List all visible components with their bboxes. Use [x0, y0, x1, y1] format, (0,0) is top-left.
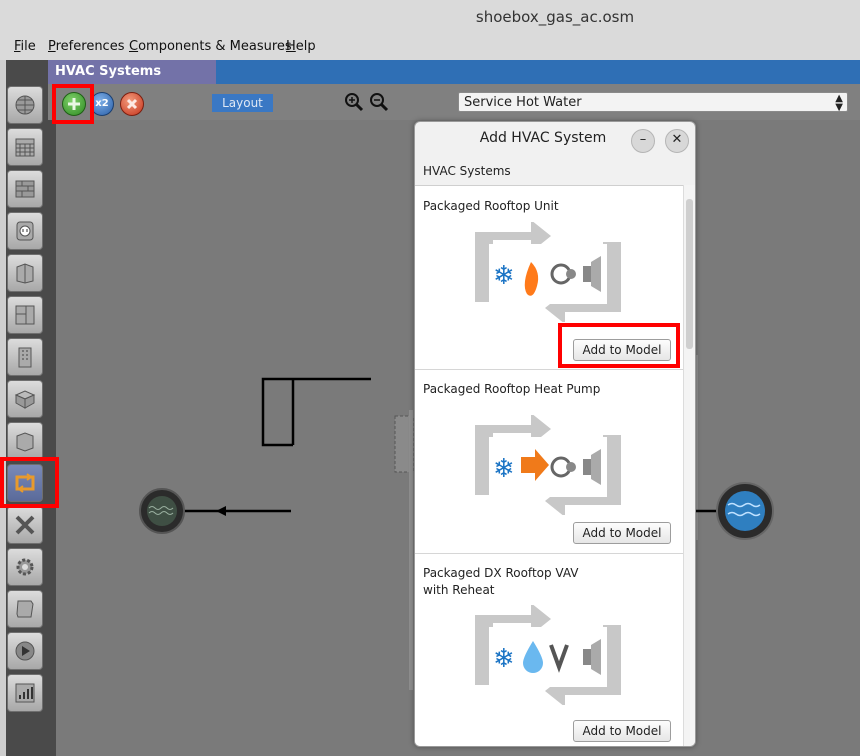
- sidebar-item-results[interactable]: [7, 674, 43, 712]
- sidebar-item-thermal-zones[interactable]: [7, 422, 43, 460]
- room-icon: [16, 263, 34, 284]
- hvac-loop-icon: [15, 473, 35, 493]
- highlight-hvac-nav: [0, 457, 59, 508]
- play-icon: [15, 641, 35, 661]
- page-title: HVAC Systems: [48, 60, 216, 84]
- svg-text:❄: ❄: [493, 644, 515, 674]
- sidebar-item-output-variables[interactable]: [7, 506, 43, 544]
- sidebar-item-loads[interactable]: [7, 212, 43, 250]
- flow-arrow-icon: [216, 506, 226, 516]
- x2-label: x2: [95, 98, 109, 109]
- system-name: Packaged Rooftop Unit: [423, 199, 559, 213]
- layout-button[interactable]: Layout: [212, 94, 273, 112]
- sidebar-item-run-simulation[interactable]: [7, 632, 43, 670]
- menu-bar: File Preferences Components & Measures H…: [0, 36, 860, 60]
- cube-icon: [14, 390, 36, 409]
- water-tank-icon[interactable]: [716, 482, 774, 540]
- delete-icon: [126, 98, 138, 110]
- svg-text:❄: ❄: [493, 454, 515, 484]
- building-icon: [18, 347, 32, 368]
- plus-icon: [68, 98, 80, 110]
- heat-pump-diagram-icon: ❄: [475, 415, 621, 515]
- sidebar-item-measures[interactable]: [7, 590, 43, 628]
- highlight-add-to-model: [558, 323, 680, 368]
- sidebar-item-hvac-systems[interactable]: [7, 464, 43, 502]
- scroll-icon: [16, 600, 34, 618]
- window-title: shoebox_gas_ac.osm: [475, 8, 635, 26]
- list-item-packaged-dx-rooftop-vav[interactable]: Packaged DX Rooftop VAV with Reheat ❄ Ad…: [415, 553, 683, 746]
- svg-text:❄: ❄: [493, 261, 515, 291]
- sidebar-item-constructions[interactable]: [7, 170, 43, 208]
- hvac-system-list[interactable]: Packaged Rooftop Unit ❄ Add to Model Pac…: [415, 185, 683, 746]
- system-name: Packaged DX Rooftop VAV with Reheat: [423, 566, 579, 597]
- canvas-left-border: [48, 120, 56, 756]
- sidebar-item-facility[interactable]: [7, 338, 43, 376]
- loop-select-value: Service Hot Water: [464, 95, 582, 110]
- add-to-model-button[interactable]: Add to Model: [573, 339, 671, 361]
- sidebar-item-geometry[interactable]: [7, 296, 43, 334]
- menu-file[interactable]: File: [14, 39, 36, 54]
- hvac-toolbar: x2 Layout Service Hot Water ▲▼: [48, 84, 860, 120]
- dialog-scrollbar[interactable]: [683, 185, 695, 746]
- zoom-in-icon[interactable]: [344, 92, 364, 112]
- remove-hvac-button[interactable]: [120, 92, 144, 116]
- minimize-button[interactable]: –: [631, 129, 655, 153]
- mixer-tank-icon[interactable]: [139, 488, 185, 534]
- vav-diagram-icon: ❄: [475, 605, 621, 705]
- sidebar-edge: [0, 60, 6, 756]
- menu-help[interactable]: Help: [286, 39, 316, 54]
- loop-select[interactable]: Service Hot Water ▲▼: [458, 92, 848, 113]
- zone-icon: [16, 432, 34, 452]
- menu-preferences[interactable]: Preferences: [48, 39, 125, 54]
- menu-components-measures[interactable]: Components & Measures: [129, 39, 292, 54]
- main-sidebar: [0, 60, 48, 756]
- sidebar-item-spaces[interactable]: [7, 380, 43, 418]
- close-button[interactable]: ✕: [665, 129, 689, 153]
- sidebar-item-simulation-settings[interactable]: [7, 548, 43, 586]
- list-item-packaged-rooftop-heat-pump[interactable]: Packaged Rooftop Heat Pump ❄ Add to Mode…: [415, 369, 683, 554]
- globe-icon: [15, 95, 35, 115]
- section-label: HVAC Systems: [423, 164, 511, 178]
- sidebar-item-site[interactable]: [7, 86, 43, 124]
- zoom-out-icon[interactable]: [369, 92, 389, 112]
- floorplan-icon: [15, 305, 35, 325]
- select-arrows-icon: ▲▼: [835, 93, 843, 113]
- calendar-icon: [15, 138, 35, 157]
- bricks-icon: [15, 180, 35, 198]
- loop-pipe: [261, 377, 371, 447]
- bar-chart-icon: [15, 683, 35, 703]
- add-to-model-button[interactable]: Add to Model: [573, 522, 671, 544]
- add-hvac-button[interactable]: [62, 92, 86, 116]
- gears-icon: [16, 558, 34, 576]
- window-titlebar: shoebox_gas_ac.osm: [0, 0, 860, 36]
- sidebar-item-space-types[interactable]: [7, 254, 43, 292]
- x-icon: [15, 515, 35, 535]
- add-to-model-button[interactable]: Add to Model: [573, 720, 671, 742]
- add-hvac-dialog: Add HVAC System – ✕ HVAC Systems Package…: [414, 121, 696, 747]
- copy-hvac-button[interactable]: x2: [90, 92, 114, 116]
- sidebar-item-schedules[interactable]: [7, 128, 43, 166]
- system-name: Packaged Rooftop Heat Pump: [423, 382, 601, 396]
- rtu-diagram-icon: ❄: [475, 222, 621, 322]
- list-item-packaged-rooftop-unit[interactable]: Packaged Rooftop Unit ❄ Add to Model: [415, 186, 683, 370]
- highlight-add-button: [52, 84, 94, 124]
- loop-diagram: [139, 355, 774, 690]
- scrollbar-thumb[interactable]: [686, 199, 693, 349]
- outlet-icon: [16, 221, 34, 241]
- hvac-header: HVAC Systems: [48, 60, 860, 84]
- dialog-title: Add HVAC System: [479, 130, 607, 146]
